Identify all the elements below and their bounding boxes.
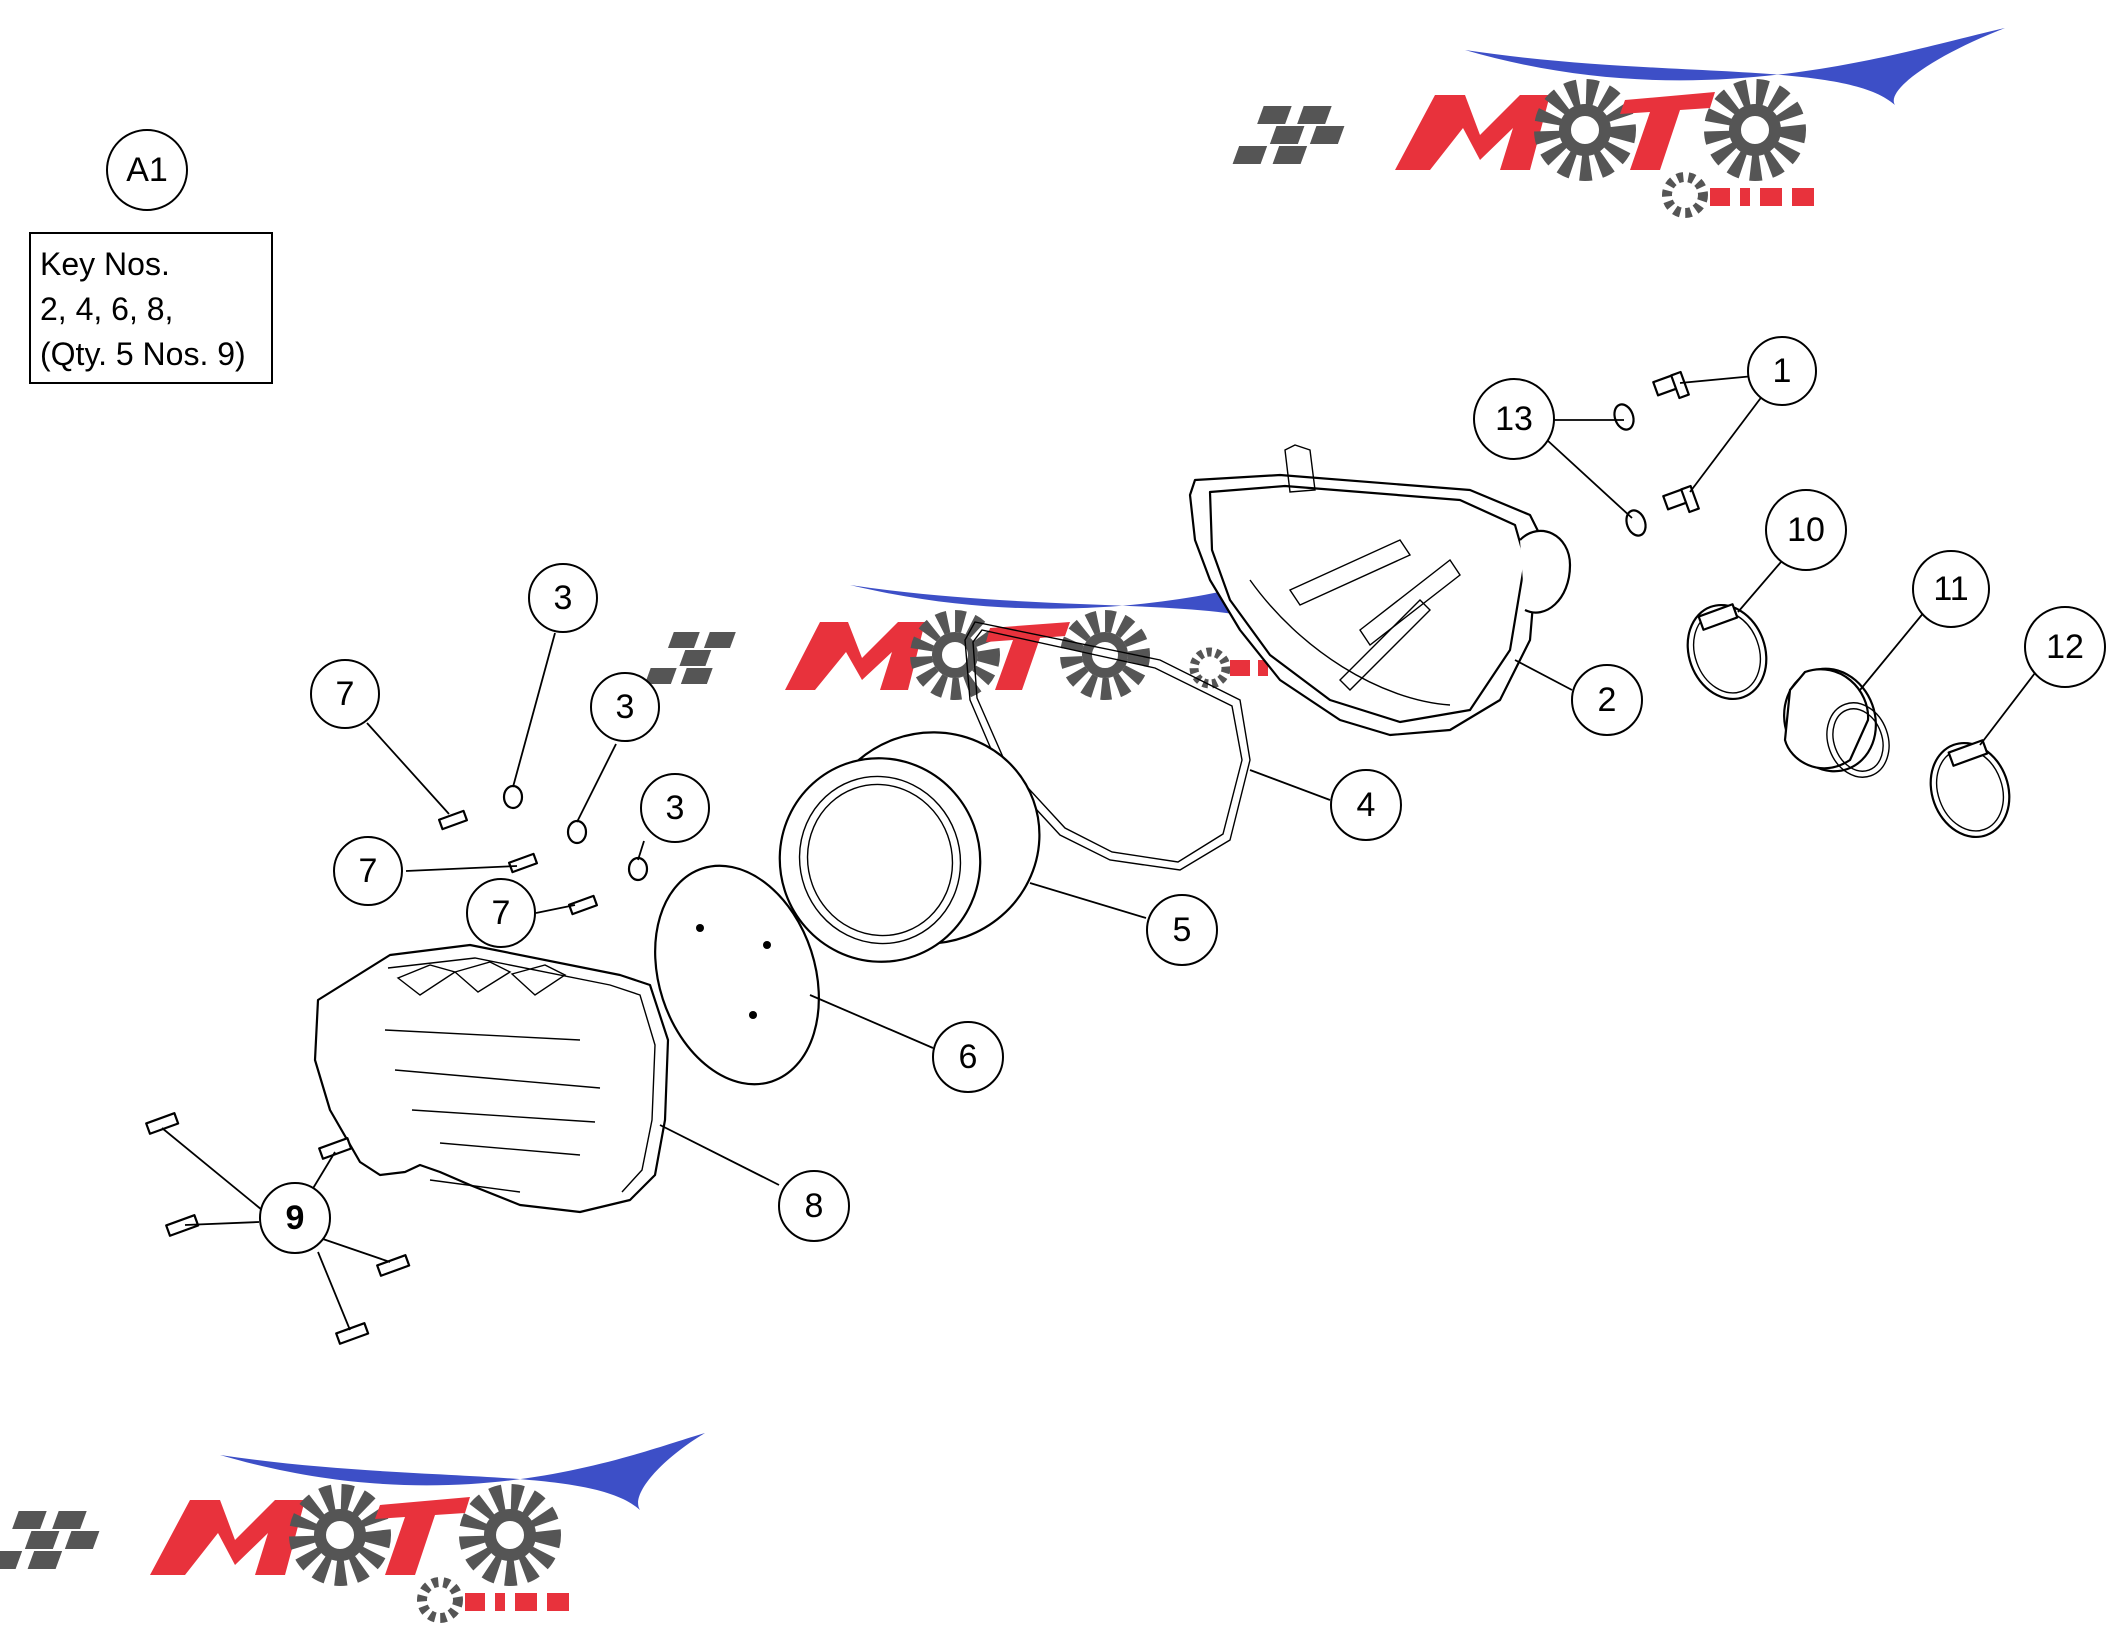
part-gasket bbox=[964, 621, 1251, 871]
key-box: Key Nos. 2, 4, 6, 8, (Qty. 5 Nos. 9) bbox=[29, 232, 273, 384]
callout-9: 9 bbox=[259, 1182, 331, 1254]
part-filter-plate bbox=[654, 864, 820, 1086]
callout-3-b-label: 3 bbox=[616, 688, 635, 726]
callout-4: 4 bbox=[1330, 769, 1402, 841]
callout-3-c: 3 bbox=[640, 773, 710, 843]
callout-3-a: 3 bbox=[528, 563, 598, 633]
callout-1: 1 bbox=[1747, 336, 1817, 406]
callout-9-label: 9 bbox=[286, 1199, 305, 1237]
callout-1-label: 1 bbox=[1773, 352, 1792, 390]
part-washers-13 bbox=[1613, 403, 1647, 537]
callout-7-b-label: 7 bbox=[359, 852, 378, 890]
key-box-line-2: 2, 4, 6, 8, bbox=[40, 291, 173, 327]
callout-7-a-label: 7 bbox=[336, 675, 355, 713]
part-filter-element bbox=[778, 731, 1041, 963]
callout-2-label: 2 bbox=[1598, 681, 1617, 719]
part-nuts-3 bbox=[502, 784, 649, 882]
callout-12: 12 bbox=[2024, 606, 2106, 688]
callout-10: 10 bbox=[1765, 489, 1847, 571]
callout-3-c-label: 3 bbox=[666, 789, 685, 827]
callout-11-label: 11 bbox=[1933, 570, 1968, 608]
callout-10-label: 10 bbox=[1787, 511, 1825, 549]
moto-guids-logo-bottom bbox=[0, 1433, 705, 1623]
callout-3-a-label: 3 bbox=[554, 579, 573, 617]
callout-7-c-label: 7 bbox=[492, 894, 511, 932]
callout-4-label: 4 bbox=[1357, 786, 1376, 824]
part-clamp-12 bbox=[1929, 739, 2011, 839]
part-screws-7 bbox=[437, 809, 599, 916]
callout-8: 8 bbox=[778, 1170, 850, 1242]
callout-13-label: 13 bbox=[1495, 400, 1533, 438]
callout-5: 5 bbox=[1146, 894, 1218, 966]
callout-6-label: 6 bbox=[959, 1038, 978, 1076]
part-clamp-10 bbox=[1686, 603, 1768, 701]
diagram-id-badge: A1 bbox=[106, 129, 188, 211]
callout-7-b: 7 bbox=[333, 836, 403, 906]
callout-7-c: 7 bbox=[466, 878, 536, 948]
part-bolts-1 bbox=[1652, 370, 1700, 514]
callout-12-label: 12 bbox=[2046, 628, 2084, 666]
callout-5-label: 5 bbox=[1173, 911, 1192, 949]
diagram-id-label: A1 bbox=[126, 151, 168, 189]
key-box-line-3: (Qty. 5 Nos. 9) bbox=[40, 336, 246, 372]
part-screws-9 bbox=[145, 1112, 411, 1345]
moto-guids-logo-top bbox=[1232, 28, 2005, 218]
callout-7-a: 7 bbox=[310, 659, 380, 729]
key-box-line-1: Key Nos. bbox=[40, 246, 170, 282]
part-intake-joint bbox=[1783, 667, 1890, 778]
callout-13: 13 bbox=[1473, 378, 1555, 460]
part-air-cleaner-cover bbox=[313, 943, 670, 1214]
callout-2: 2 bbox=[1571, 664, 1643, 736]
leader-lines bbox=[161, 375, 2036, 1331]
callout-3-b: 3 bbox=[590, 672, 660, 742]
part-air-cleaner-case bbox=[1188, 444, 1572, 737]
callout-6: 6 bbox=[932, 1021, 1004, 1093]
callout-8-label: 8 bbox=[805, 1187, 824, 1225]
callout-11: 11 bbox=[1912, 550, 1990, 628]
